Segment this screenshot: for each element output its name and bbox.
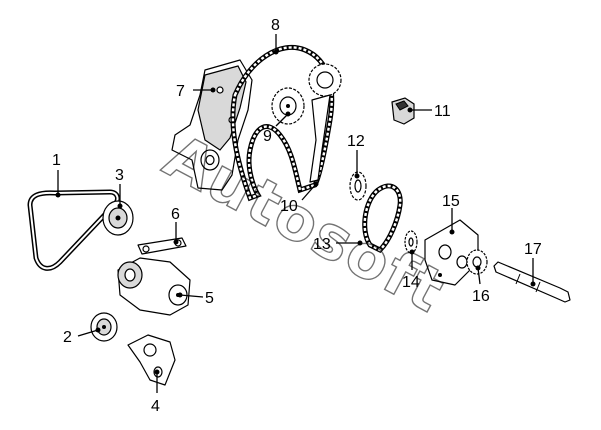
callout-13: 13: [313, 236, 331, 253]
part-pump-gear: [466, 249, 488, 275]
part-sprocket-12: [349, 171, 367, 201]
callout-6: 6: [171, 206, 180, 223]
part-oil-pump: [424, 219, 479, 286]
callout-labels: 1 2 3 4 5 6 7 8 9 10 11 12 13 14 15 16 1…: [52, 17, 542, 415]
part-chain-rail: [309, 94, 331, 183]
part-bracket: [137, 237, 187, 255]
part-timing-cover: [171, 59, 253, 191]
part-sprocket-9: [271, 87, 305, 125]
callout-5: 5: [205, 290, 214, 307]
callout-12: 12: [347, 133, 365, 150]
part-chain-13: [362, 183, 403, 254]
callout-1: 1: [52, 152, 61, 169]
part-timing-chain-upper: [230, 44, 335, 202]
part-water-pump: [117, 257, 191, 316]
callout-15: 15: [442, 193, 460, 210]
callout-2: 2: [63, 329, 72, 346]
part-pulley: [102, 200, 134, 236]
leader-lines: [55, 34, 536, 393]
callout-8: 8: [271, 17, 280, 34]
callout-4: 4: [151, 398, 160, 415]
callout-3: 3: [115, 167, 124, 184]
callout-10: 10: [280, 198, 298, 215]
part-idler-pulley: [90, 312, 118, 342]
part-tensioner: [391, 97, 415, 125]
part-drive-belt: [27, 189, 120, 271]
callout-11: 11: [434, 103, 451, 120]
callout-17: 17: [524, 241, 542, 258]
callout-7: 7: [176, 83, 185, 100]
part-cam-sprocket: [308, 63, 342, 97]
callout-14: 14: [402, 274, 420, 291]
callout-9: 9: [263, 128, 272, 145]
part-thermostat-housing: [127, 334, 176, 386]
callout-16: 16: [472, 288, 490, 305]
